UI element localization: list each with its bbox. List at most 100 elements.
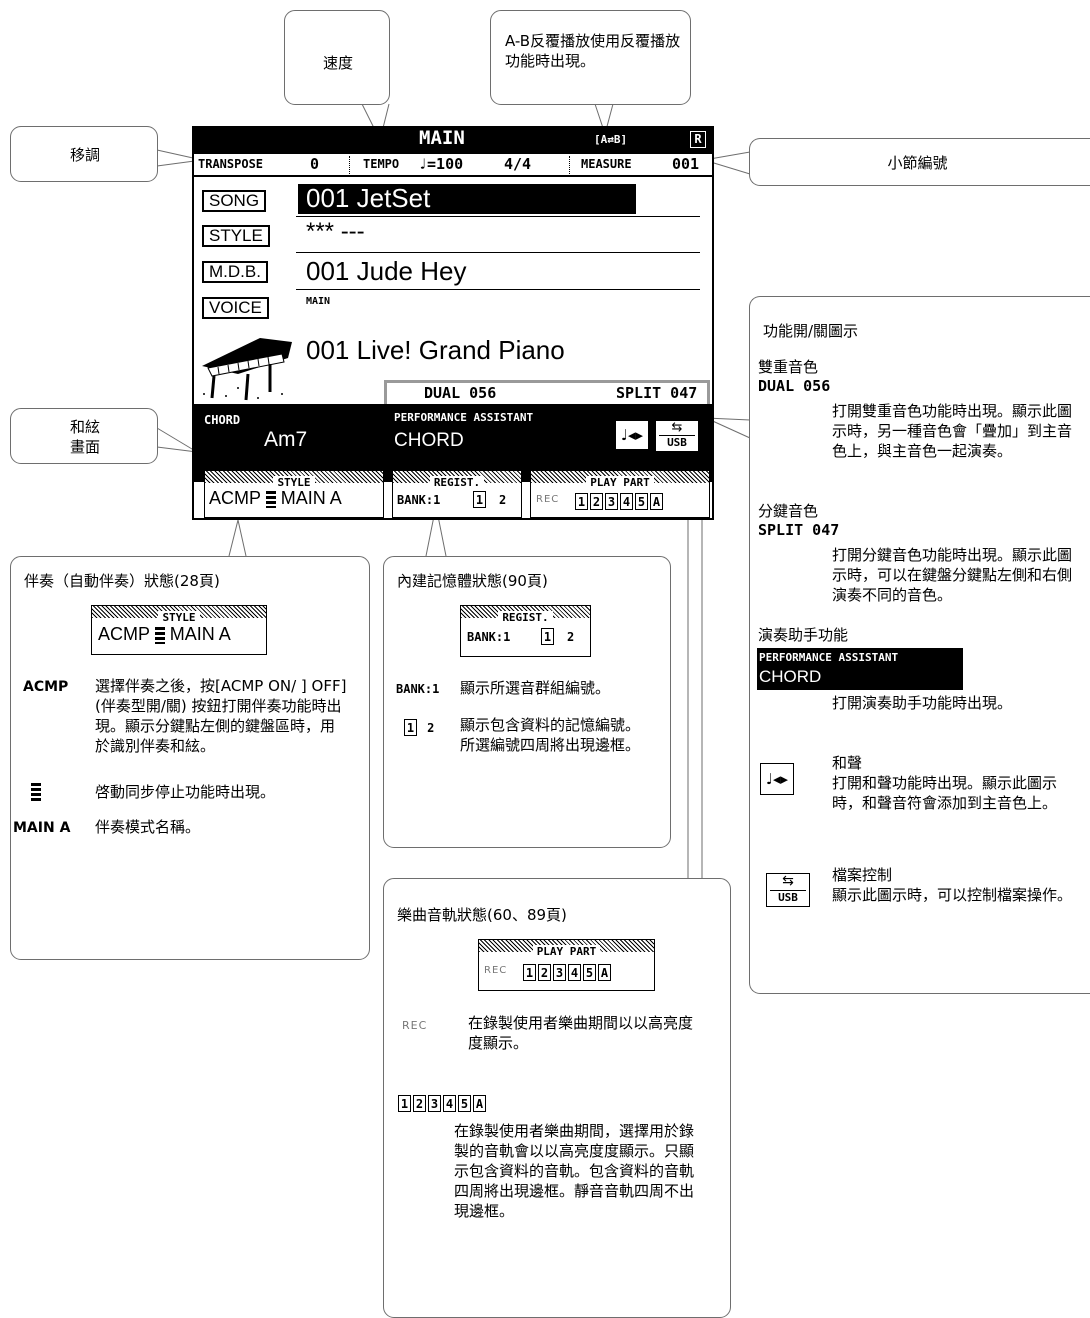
style-example-line: ACMP MAIN A [98, 624, 231, 645]
mode-title: MAIN [419, 127, 465, 149]
regist-example-box: REGIST. BANK:1 1 2 [460, 605, 591, 657]
panel-title: 樂曲音軌狀態(60、89頁) [397, 906, 567, 924]
ab-repeat-callout-text: A-B反覆播放使用反覆播放功能時出現。 [505, 32, 681, 70]
dual-tag: DUAL 056 [758, 377, 831, 395]
ab-repeat-icon: [A⇄B] [594, 133, 628, 146]
sync-stop-description: 啓動同步停止功能時出現。 [95, 783, 276, 801]
sync-stop-icon [154, 626, 165, 644]
track-box: 5 [458, 1095, 471, 1112]
panel-title: 功能開/關圖示 [763, 322, 859, 340]
usb-icon: ⇆ USB [766, 873, 810, 907]
track-box: 1 [575, 493, 588, 510]
divider [569, 156, 570, 174]
bank-description: 顯示所選音群組編號。 [460, 679, 611, 697]
measure-label: MEASURE [581, 157, 632, 171]
acmp-term: ACMP [23, 679, 69, 695]
playpart-example-tab: PLAY PART [532, 945, 601, 958]
dual-heading: 雙重音色 [758, 358, 819, 376]
harmony-icon: ♩◂▸ [760, 763, 794, 795]
panel-title: 內建記憶體狀態(90頁) [397, 572, 548, 590]
split-description: 打開分鍵音色功能時出現。顯示此圖示時，可以在鍵盤分鍵點左側和右側演奏不同的音色。 [832, 546, 1073, 604]
perf-heading: 演奏助手功能 [758, 626, 849, 644]
chord-display-line2: 畫面 [69, 438, 100, 456]
divider [349, 156, 350, 174]
rec-indicator: REC [484, 965, 508, 976]
rec-indicator: REC [402, 1019, 428, 1032]
status-underline [194, 175, 712, 177]
track-description: 在錄製使用者樂曲期間，選擇用於錄製的音軌會以以高亮度度顯示。只顯示包含資料的音軌… [454, 1122, 695, 1220]
memory-2: 2 [567, 630, 575, 644]
main-a-term: MAIN A [13, 820, 71, 836]
lcd-header-bar [194, 128, 712, 154]
mdb-label: M.D.B. [202, 261, 268, 283]
song-label: SONG [202, 190, 267, 212]
main-a-description: 伴奏模式名稱。 [95, 818, 201, 836]
chord-display-callout: 和絃 畫面 [10, 408, 158, 464]
panel-title: 伴奏（自動伴奏）狀態(28頁) [24, 572, 220, 590]
bank-text: BANK:1 [467, 630, 511, 644]
style-example-box: STYLE ACMP MAIN A [91, 605, 267, 655]
grand-piano-icon [202, 338, 292, 401]
measure-callout: 小節編號 [749, 138, 1090, 186]
bank-term: BANK:1 [396, 682, 440, 696]
voice-value: 001 Live! Grand Piano [306, 335, 565, 365]
divider [296, 289, 700, 290]
bank-text: BANK:1 [397, 493, 441, 507]
memory-1: 1 [541, 628, 554, 645]
usb-text: USB [770, 890, 806, 904]
track-box: 2 [538, 964, 551, 981]
lcd-display: MAIN [A⇄B] R TRANSPOSE 0 TEMPO ♩=100 4/4… [192, 126, 714, 520]
acmp-description: 選擇伴奏之後，按[ACMP ON/ ] OFF] (伴奏型開/關) 按鈕打開伴奏… [95, 677, 347, 755]
tempo-value: ♩=100 [418, 155, 464, 173]
playpart-tab-bar: PLAY PART [531, 471, 709, 489]
track-box: 3 [605, 493, 618, 510]
transpose-label: TRANSPOSE [198, 157, 264, 171]
acmp-text: ACMP [209, 488, 261, 508]
harmony-heading: 和聲 [832, 754, 863, 772]
tempo-callout-text: 速度 [322, 54, 353, 72]
chord-label: CHORD [204, 413, 241, 427]
chord-display-line1: 和絃 [69, 418, 100, 436]
track-box: A [473, 1095, 486, 1112]
memory-description: 顯示包含資料的記憶編號。所選編號四周將出現邊框。 [460, 716, 641, 754]
track-box: 4 [443, 1095, 456, 1112]
usb-symbol: ⇆ [671, 420, 683, 435]
style-status-line: ACMP MAIN A [209, 488, 342, 509]
perf-value: CHORD [394, 430, 464, 451]
memory-2: 2 [499, 493, 507, 507]
split-heading: 分鍵音色 [758, 502, 819, 520]
perf-tag-box: PERFORMANCE ASSISTANT CHORD [757, 648, 963, 690]
divider [296, 252, 700, 253]
sync-stop-icon [31, 783, 41, 801]
track-box: 3 [553, 964, 566, 981]
memory-2: 2 [427, 721, 435, 735]
mdb-value: 001 Jude Hey [306, 256, 467, 286]
split-indicator: SPLIT 047 [616, 384, 698, 402]
track-box: 5 [583, 964, 596, 981]
acmp-text: ACMP [98, 624, 150, 644]
track-box: 3 [428, 1095, 441, 1112]
regist-status-panel: 內建記憶體狀態(90頁) REGIST. BANK:1 1 2 BANK:1 顯… [383, 556, 671, 848]
sync-stop-icon [265, 490, 276, 508]
style-label: STYLE [202, 225, 270, 247]
track-box: 4 [620, 493, 633, 510]
record-icon-letter: R [694, 132, 702, 146]
style-tab: STYLE [273, 476, 315, 489]
tempo-label: TEMPO [363, 157, 400, 171]
usb-text: USB [659, 435, 695, 449]
harmony-description: 打開和聲功能時出現。顯示此圖示時，和聲音符會添加到主音色上。 [832, 774, 1058, 812]
track-box: 1 [398, 1095, 411, 1112]
playpart-example-tab-bar: PLAY PART [479, 940, 654, 958]
memory-term: 1 2 [404, 717, 434, 736]
regist-example-tab-bar: REGIST. [461, 606, 590, 624]
voice-sub-label: MAIN [306, 296, 331, 307]
voice-label: VOICE [202, 297, 269, 319]
time-signature: 4/4 [504, 155, 532, 173]
song-value: 001 JetSet [306, 183, 431, 213]
function-icons-panel: 功能開/關圖示 雙重音色 DUAL 056 打開雙重音色功能時出現。顯示此圖示時… [749, 296, 1090, 994]
memory-1: 1 [473, 491, 486, 508]
